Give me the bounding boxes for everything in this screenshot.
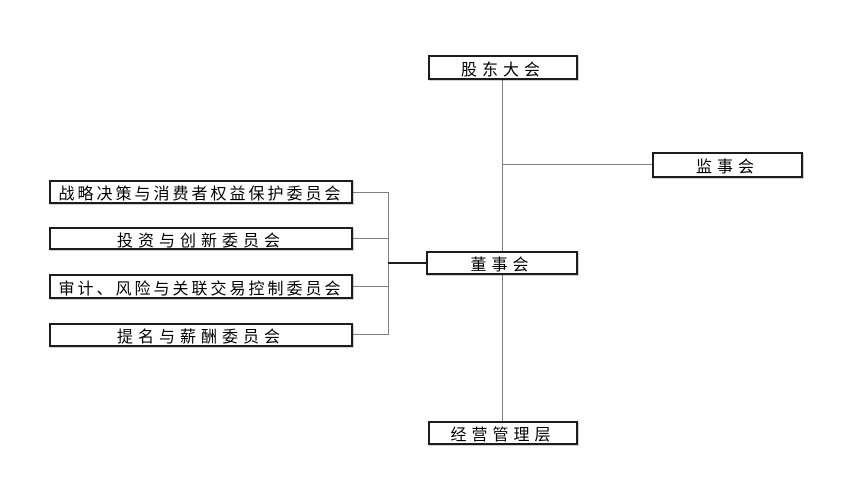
connector-shareholders-board [502,80,503,251]
node-investment-innovation-committee: 投资与创新委员会 [49,227,353,250]
node-board-of-directors: 董事会 [426,251,578,275]
connector-board-management [502,275,503,421]
node-management-layer: 经营管理层 [428,421,578,445]
node-audit-risk-related-transaction-committee: 审计、风险与关联交易控制委员会 [49,274,353,299]
connector-stub-strategy-committee [353,192,388,193]
node-nomination-remuneration-committee: 提名与薪酬委员会 [49,323,353,347]
node-board-of-supervisors: 监事会 [652,152,803,178]
connector-stub-audit-committee [353,286,388,287]
connector-stub-investment-committee [353,238,388,239]
connector-trunk-board [388,262,426,264]
node-strategy-consumer-protection-committee: 战略决策与消费者权益保护委员会 [49,180,353,204]
node-shareholders-meeting: 股东大会 [428,55,578,80]
connector-stub-nomination-committee [353,334,388,335]
connector-branch-supervisors [503,164,652,165]
